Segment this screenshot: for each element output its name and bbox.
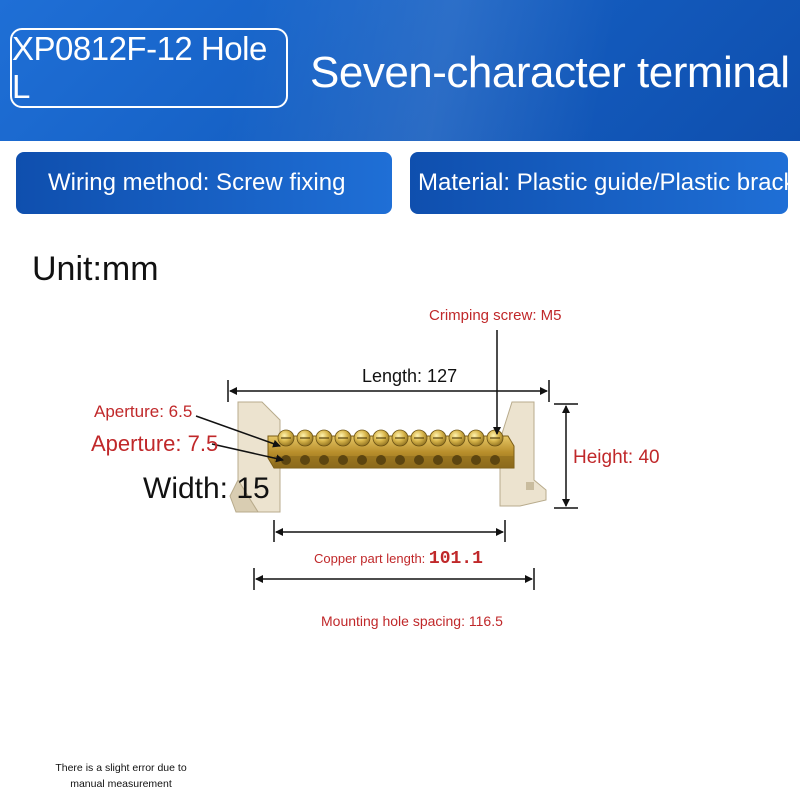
- screw: [410, 429, 428, 447]
- screw: [429, 429, 447, 447]
- crimping-screw-label: Crimping screw: M5: [429, 307, 562, 324]
- mounting-spacing-label: Mounting hole spacing: 116.5: [321, 613, 503, 629]
- screw: [372, 429, 390, 447]
- screw: [277, 429, 295, 447]
- copper-length-text: Copper part length:: [314, 551, 429, 566]
- screw: [448, 429, 466, 447]
- dimension-lines: [195, 330, 578, 590]
- material-badge: Material: Plastic guide/Plastic bracket: [410, 152, 788, 214]
- length-label: Length: 127: [362, 366, 457, 386]
- height-label: Height: 40: [573, 447, 660, 468]
- lower-hole-row: [281, 455, 500, 465]
- screw: [353, 429, 371, 447]
- aperture-7-5-leader: [211, 443, 284, 463]
- left-bracket-foot: [229, 478, 259, 513]
- right-bracket-hole: [526, 482, 534, 490]
- aperture-7-5-label: Aperture: 7.5: [91, 431, 218, 456]
- header-banner: [0, 0, 800, 141]
- screw: [467, 429, 485, 447]
- measurement-footnote: There is a slight error due to manual me…: [55, 762, 187, 790]
- screw: [334, 429, 352, 447]
- terminal-block-illustration: [229, 401, 547, 513]
- unit-label: Unit:mm: [32, 250, 159, 288]
- width-label: Width: 15: [143, 472, 270, 505]
- wiring-method-badge: Wiring method: Screw fixing: [16, 152, 392, 214]
- aperture-6-5-label: Aperture: 6.5: [94, 402, 192, 421]
- screw: [486, 429, 504, 447]
- product-title: Seven-character terminal: [310, 48, 790, 97]
- copper-length-label: Copper part length: 101.1: [314, 549, 483, 569]
- screw: [391, 429, 409, 447]
- screw: [296, 429, 314, 447]
- wiring-method-text: Wiring method: Screw fixing: [48, 169, 346, 196]
- model-number: XP0812F-12 Hole L: [10, 28, 288, 108]
- aperture-6-5-leader: [195, 415, 281, 448]
- screw-row: [277, 429, 504, 447]
- material-text: Material: Plastic guide/Plastic bracket: [418, 169, 788, 196]
- screw: [315, 429, 333, 447]
- copper-length-value: 101.1: [429, 549, 483, 569]
